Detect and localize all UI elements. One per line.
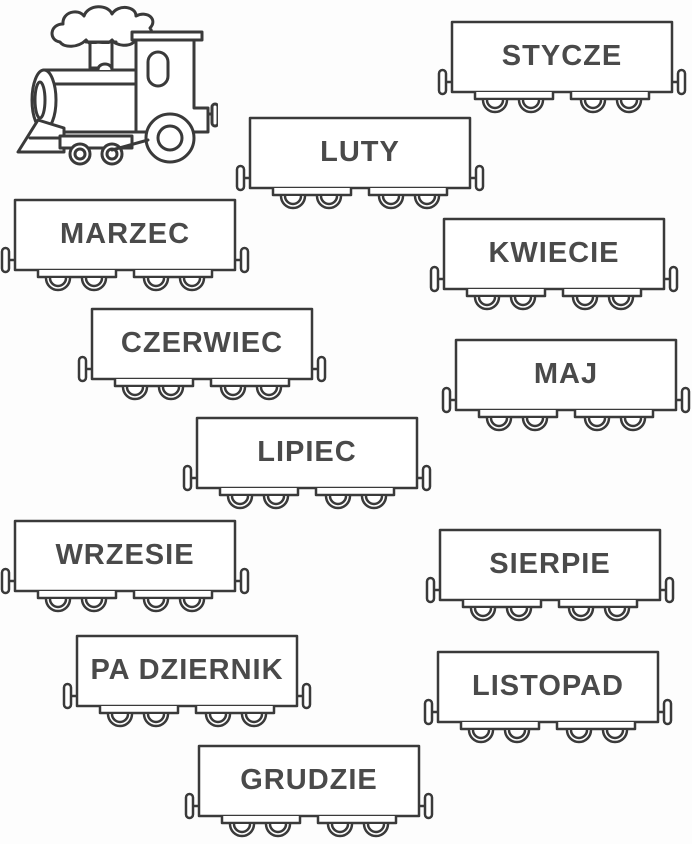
wagon-drawing (437, 20, 687, 114)
wagon-month-label: STYCZE (501, 39, 623, 72)
wagon-month-label: LISTOPAD (472, 669, 624, 702)
wagon-drawing (0, 198, 250, 292)
wagon: PA DZIERNIK (62, 634, 312, 734)
wagon: STYCZE (437, 20, 687, 120)
wagon-month-label: WRZESIE (55, 538, 195, 571)
wagon-drawing (77, 307, 327, 401)
wagon-drawing (425, 528, 675, 622)
wagon-drawing (423, 650, 673, 744)
wagon-month-label: CZERWIEC (120, 326, 284, 359)
wagon-month-label: SIERPIE (489, 547, 611, 580)
wagon-month-label: LIPIEC (257, 435, 357, 468)
wagon: WRZESIE (0, 519, 250, 619)
wagon: SIERPIE (425, 528, 675, 628)
wagon-drawing (429, 217, 679, 311)
wagon-month-label: LUTY (320, 135, 400, 168)
wagon-drawing (184, 744, 434, 838)
wagon-month-label: KWIECIE (488, 236, 620, 269)
wagon: MAJ (441, 338, 691, 438)
locomotive-illustration (16, 5, 218, 166)
wagon-month-label: MAJ (533, 357, 599, 390)
wagon: LISTOPAD (423, 650, 673, 750)
wagon: MARZEC (0, 198, 250, 298)
wagon-drawing (441, 338, 691, 432)
wagon-month-label: GRUDZIE (240, 763, 378, 796)
wagon: LIPIEC (182, 416, 432, 516)
wagon-drawing (235, 116, 485, 210)
wagon: LUTY (235, 116, 485, 216)
wagon-drawing (0, 519, 250, 613)
wagon: CZERWIEC (77, 307, 327, 407)
wagon: KWIECIE (429, 217, 679, 317)
wagon-month-label: MARZEC (59, 217, 191, 250)
wagon-drawing (62, 634, 312, 728)
wagon-month-label: PA DZIERNIK (90, 653, 284, 686)
wagon: GRUDZIE (184, 744, 434, 844)
wagon-drawing (182, 416, 432, 510)
